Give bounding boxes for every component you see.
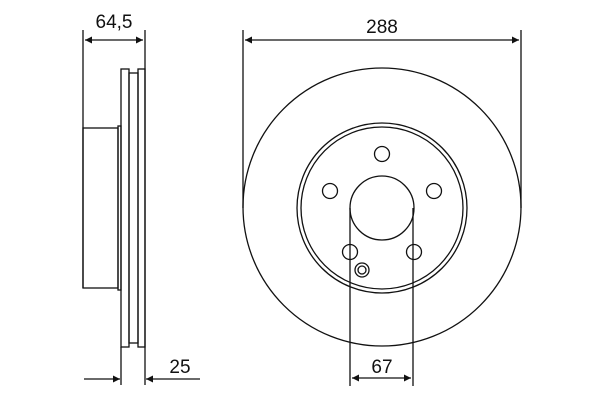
friction-plate-inner [120, 68, 130, 348]
bolt-hole [425, 182, 443, 200]
hub-section [82, 127, 119, 289]
bolt-hole [405, 243, 423, 261]
friction-plate-outer [137, 68, 146, 348]
front-view: 288 67 [242, 17, 522, 386]
vent-section [128, 72, 139, 344]
locating-screw-hole [354, 262, 370, 278]
locating-screw-inner [357, 265, 367, 275]
center-bore [349, 175, 415, 241]
height-label: 64,5 [96, 12, 133, 33]
hub-inner-ring [300, 126, 464, 290]
side-view: 64,5 25 [82, 12, 200, 385]
diameter-label: 288 [366, 17, 398, 38]
disc-outer-edge [242, 67, 522, 347]
bolt-hole [321, 182, 339, 200]
hub-outer-ring [296, 122, 468, 294]
thickness-label: 25 [169, 357, 190, 378]
bore-label: 67 [371, 357, 392, 378]
bolt-hole [373, 145, 391, 163]
